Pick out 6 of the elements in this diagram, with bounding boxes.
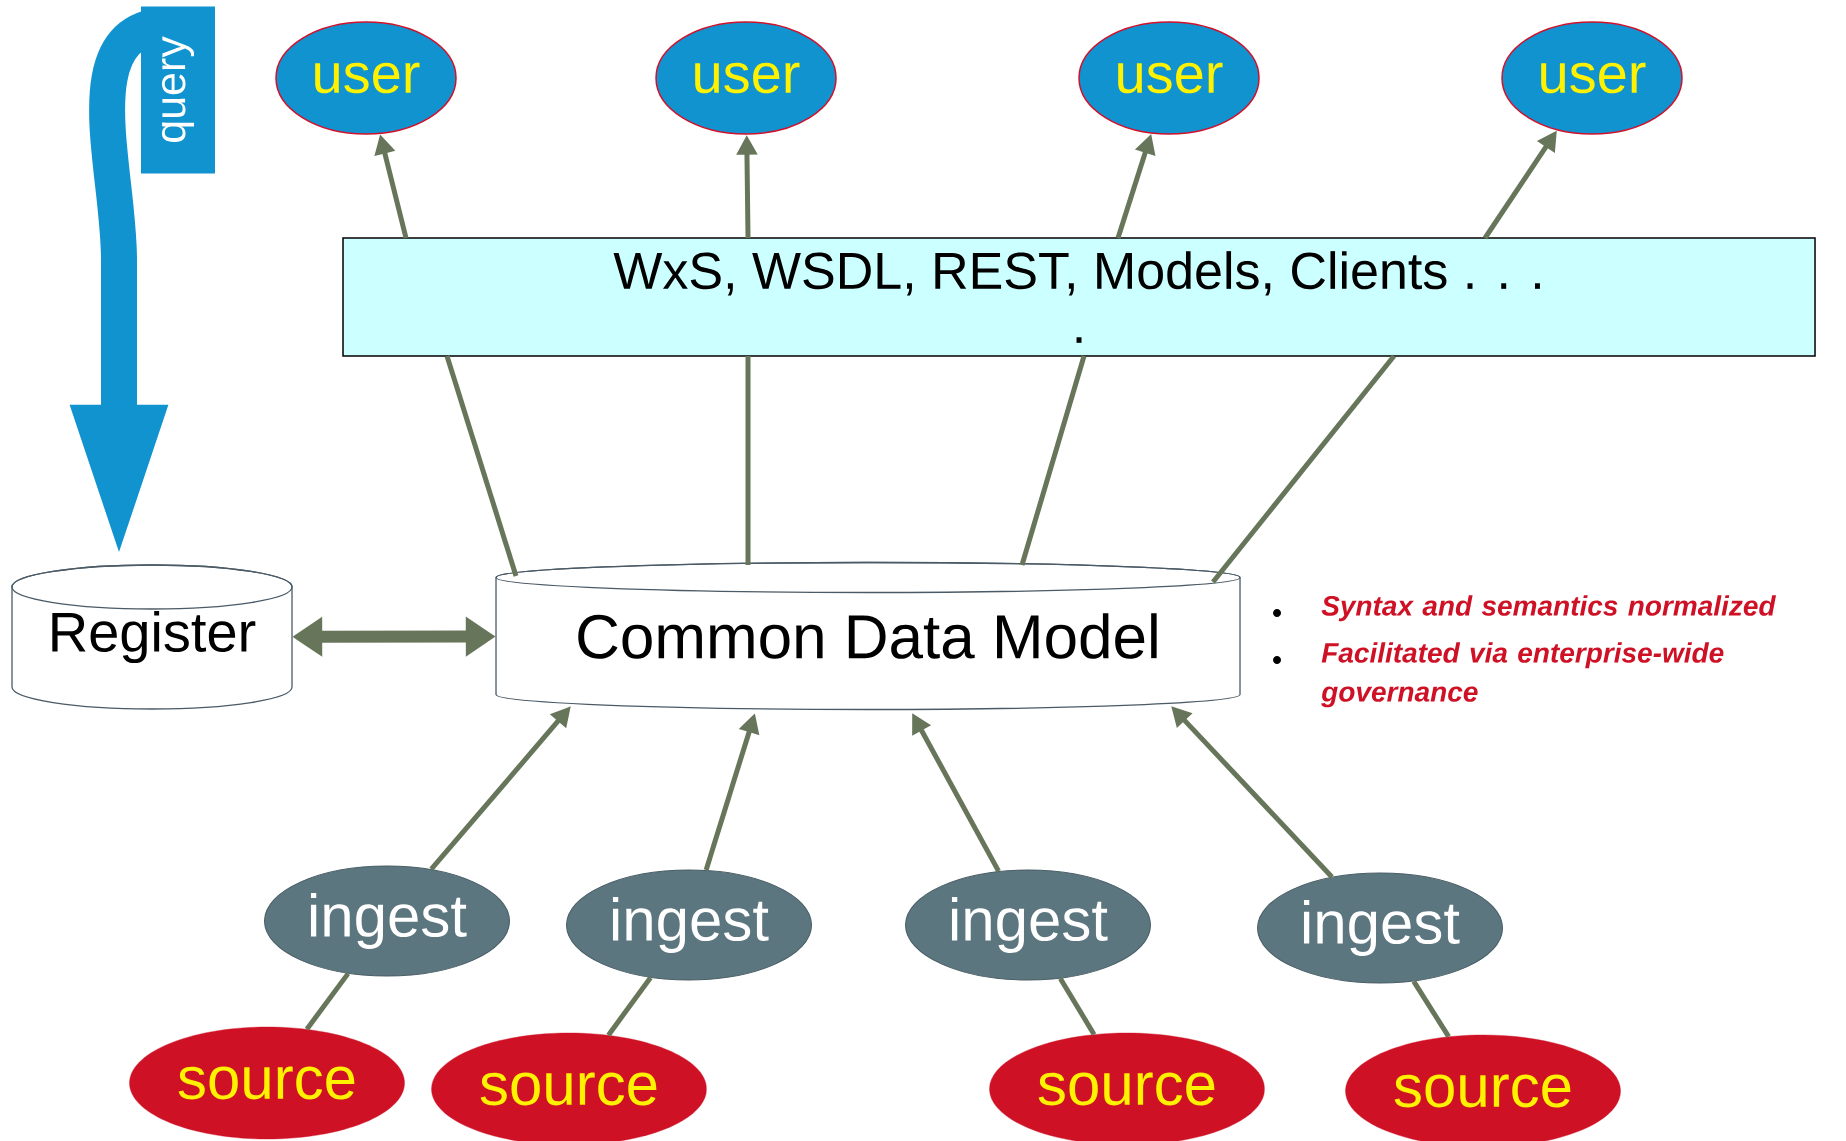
service-box: WxS, WSDL, REST, Models, Clients . . . .	[342, 237, 1816, 357]
database-cylinder: Register	[11, 564, 293, 710]
database-cylinder: Common Data Model	[495, 561, 1241, 711]
edge-label: query	[141, 6, 215, 174]
note-text: Syntax and semantics normalized	[1321, 595, 1776, 622]
note-text: Facilitated via enterprise-wide governance	[1321, 642, 1724, 708]
